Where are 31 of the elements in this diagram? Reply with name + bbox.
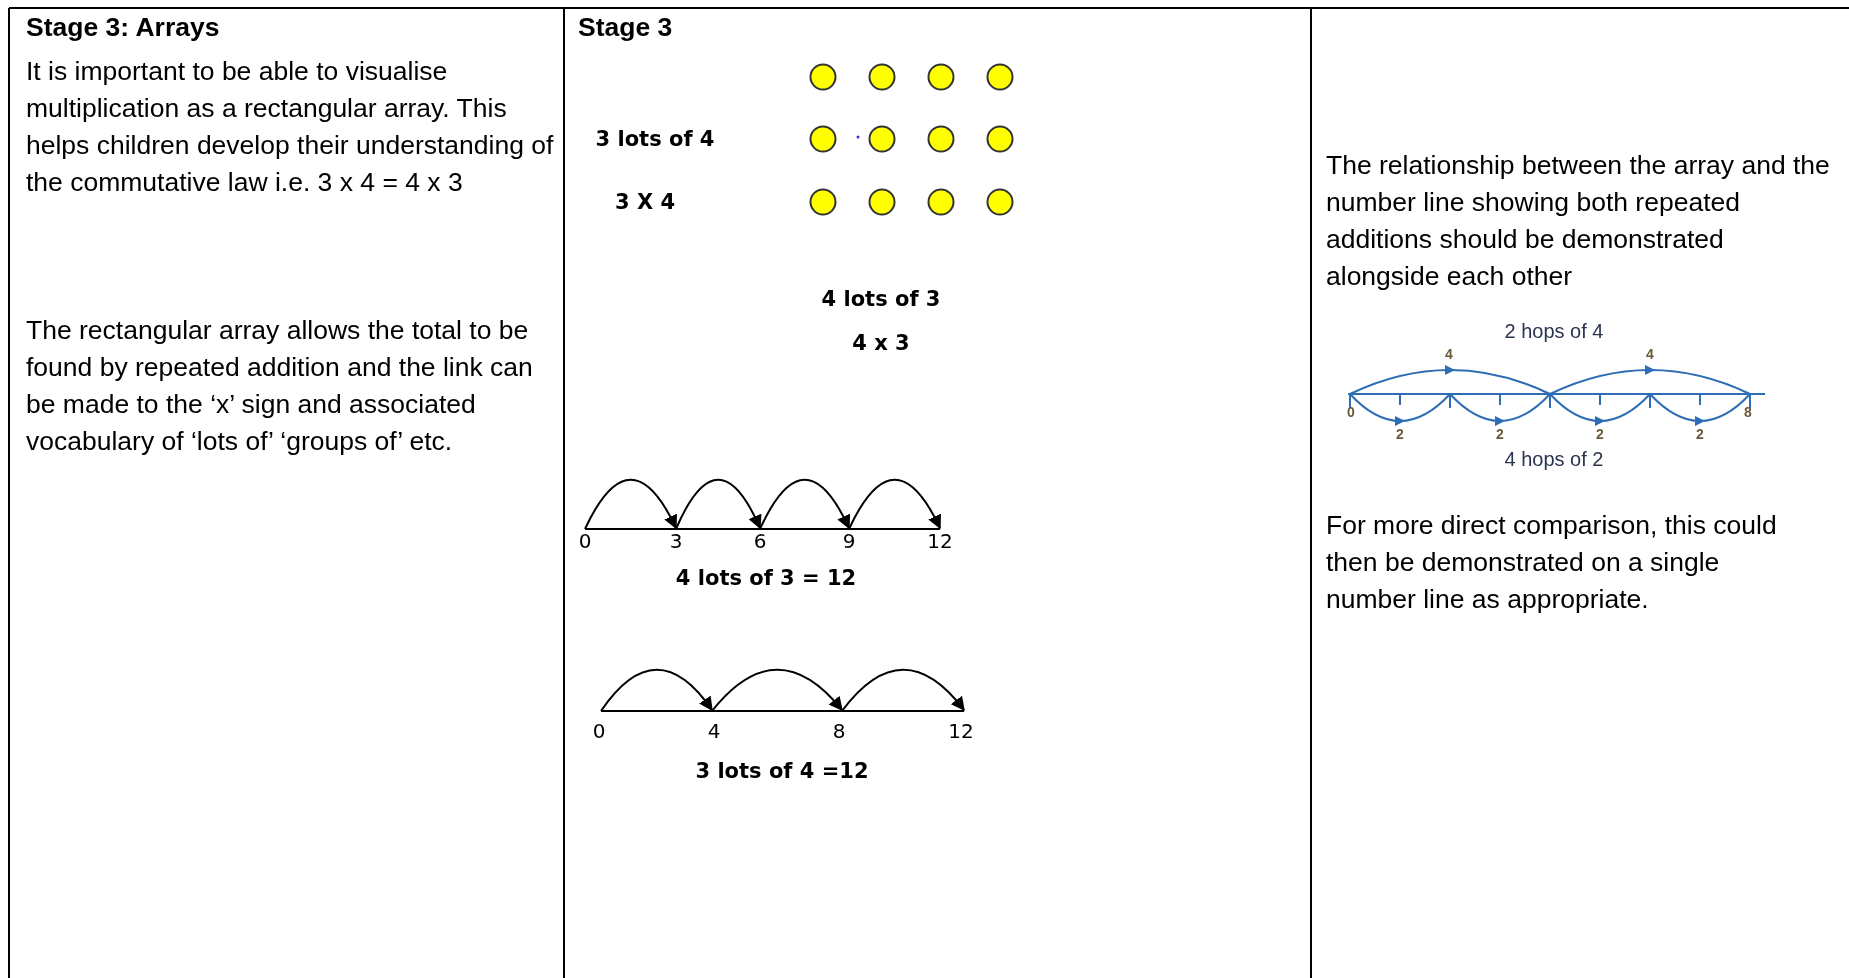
tick-label: 0	[578, 529, 592, 553]
paragraph: It is important to be able to visualise multiplication as a rectangular array. This helps children develop their understanding of the commutative law i.e. 3 x 4 = 4 x 3	[26, 55, 555, 199]
jump-label: 2	[1496, 425, 1504, 443]
jump-label: 2	[1596, 425, 1604, 443]
equation-label: 3 X 4	[615, 189, 675, 215]
array-caption: 3 lots of 4	[595, 126, 715, 152]
tick-label: 0	[1347, 403, 1355, 421]
jump-label: 4	[1445, 345, 1453, 363]
jump-label: 2	[1696, 425, 1704, 443]
tick-label: 12	[948, 719, 974, 743]
tick-label: 3	[669, 529, 683, 553]
column-heading: Stage 3	[578, 12, 673, 43]
tick-label: 4	[707, 719, 721, 743]
paragraph: For more direct comparison, this could then be demonstrated on a single number line as appropriate.	[1326, 509, 1778, 616]
equation-label: 4 x 3	[852, 330, 910, 356]
number-line-caption: 4 hops of 2	[1504, 447, 1604, 471]
number-line-caption: 3 lots of 4 =12	[695, 758, 869, 784]
tick-label: 6	[753, 529, 767, 553]
tick-label: 8	[1744, 403, 1752, 421]
tick-label: 0	[592, 719, 606, 743]
number-line-caption: 2 hops of 4	[1504, 319, 1604, 343]
tick-label: 9	[842, 529, 856, 553]
jump-label: 4	[1646, 345, 1654, 363]
paragraph: The rectangular array allows the total to be found by repeated addition and the link can be made to the ‘x’ sign and associated vocabulary of ‘lots of’ ‘groups of’ etc.	[26, 314, 534, 458]
tick-label: 12	[927, 529, 953, 553]
jump-label: 2	[1396, 425, 1404, 443]
tick-label: 8	[832, 719, 846, 743]
column-heading: Stage 3: Arrays	[26, 12, 220, 43]
paragraph: The relationship between the array and the number line showing both repeated additions should be demonstrated alongside each other	[1326, 149, 1831, 293]
number-line-caption: 4 lots of 3 = 12	[675, 565, 857, 591]
array-caption: 4 lots of 3	[821, 286, 941, 312]
